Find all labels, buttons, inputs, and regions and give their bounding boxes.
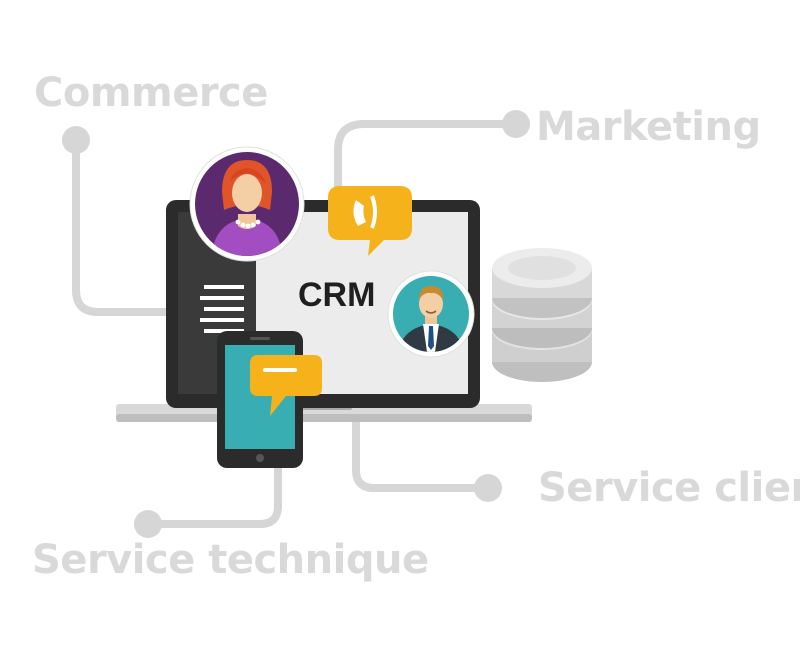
message-bubble-icon [250,355,322,416]
crm-title: CRM [298,276,376,314]
smartphone-icon [217,331,303,468]
menu-lines-icon [200,285,244,333]
woman-avatar-icon [189,146,305,262]
connector-dots [62,110,530,538]
service-technique-connector [144,464,282,528]
service-client-label: Service client [538,465,800,511]
marketing-connector [334,120,520,194]
phone-chat-bubble-icon [328,186,412,256]
commerce-label: Commerce [34,70,268,116]
database-icon [492,248,592,382]
marketing-label: Marketing [536,104,761,150]
man-avatar-icon [387,270,475,358]
service-technique-label: Service technique [32,537,429,583]
service-client-connector [352,418,492,492]
service-technique-dot [134,510,162,538]
service-client-dot [474,474,502,502]
marketing-dot [502,110,530,138]
commerce-connector [72,136,172,316]
connector-lines [72,120,520,528]
commerce-dot [62,126,90,154]
